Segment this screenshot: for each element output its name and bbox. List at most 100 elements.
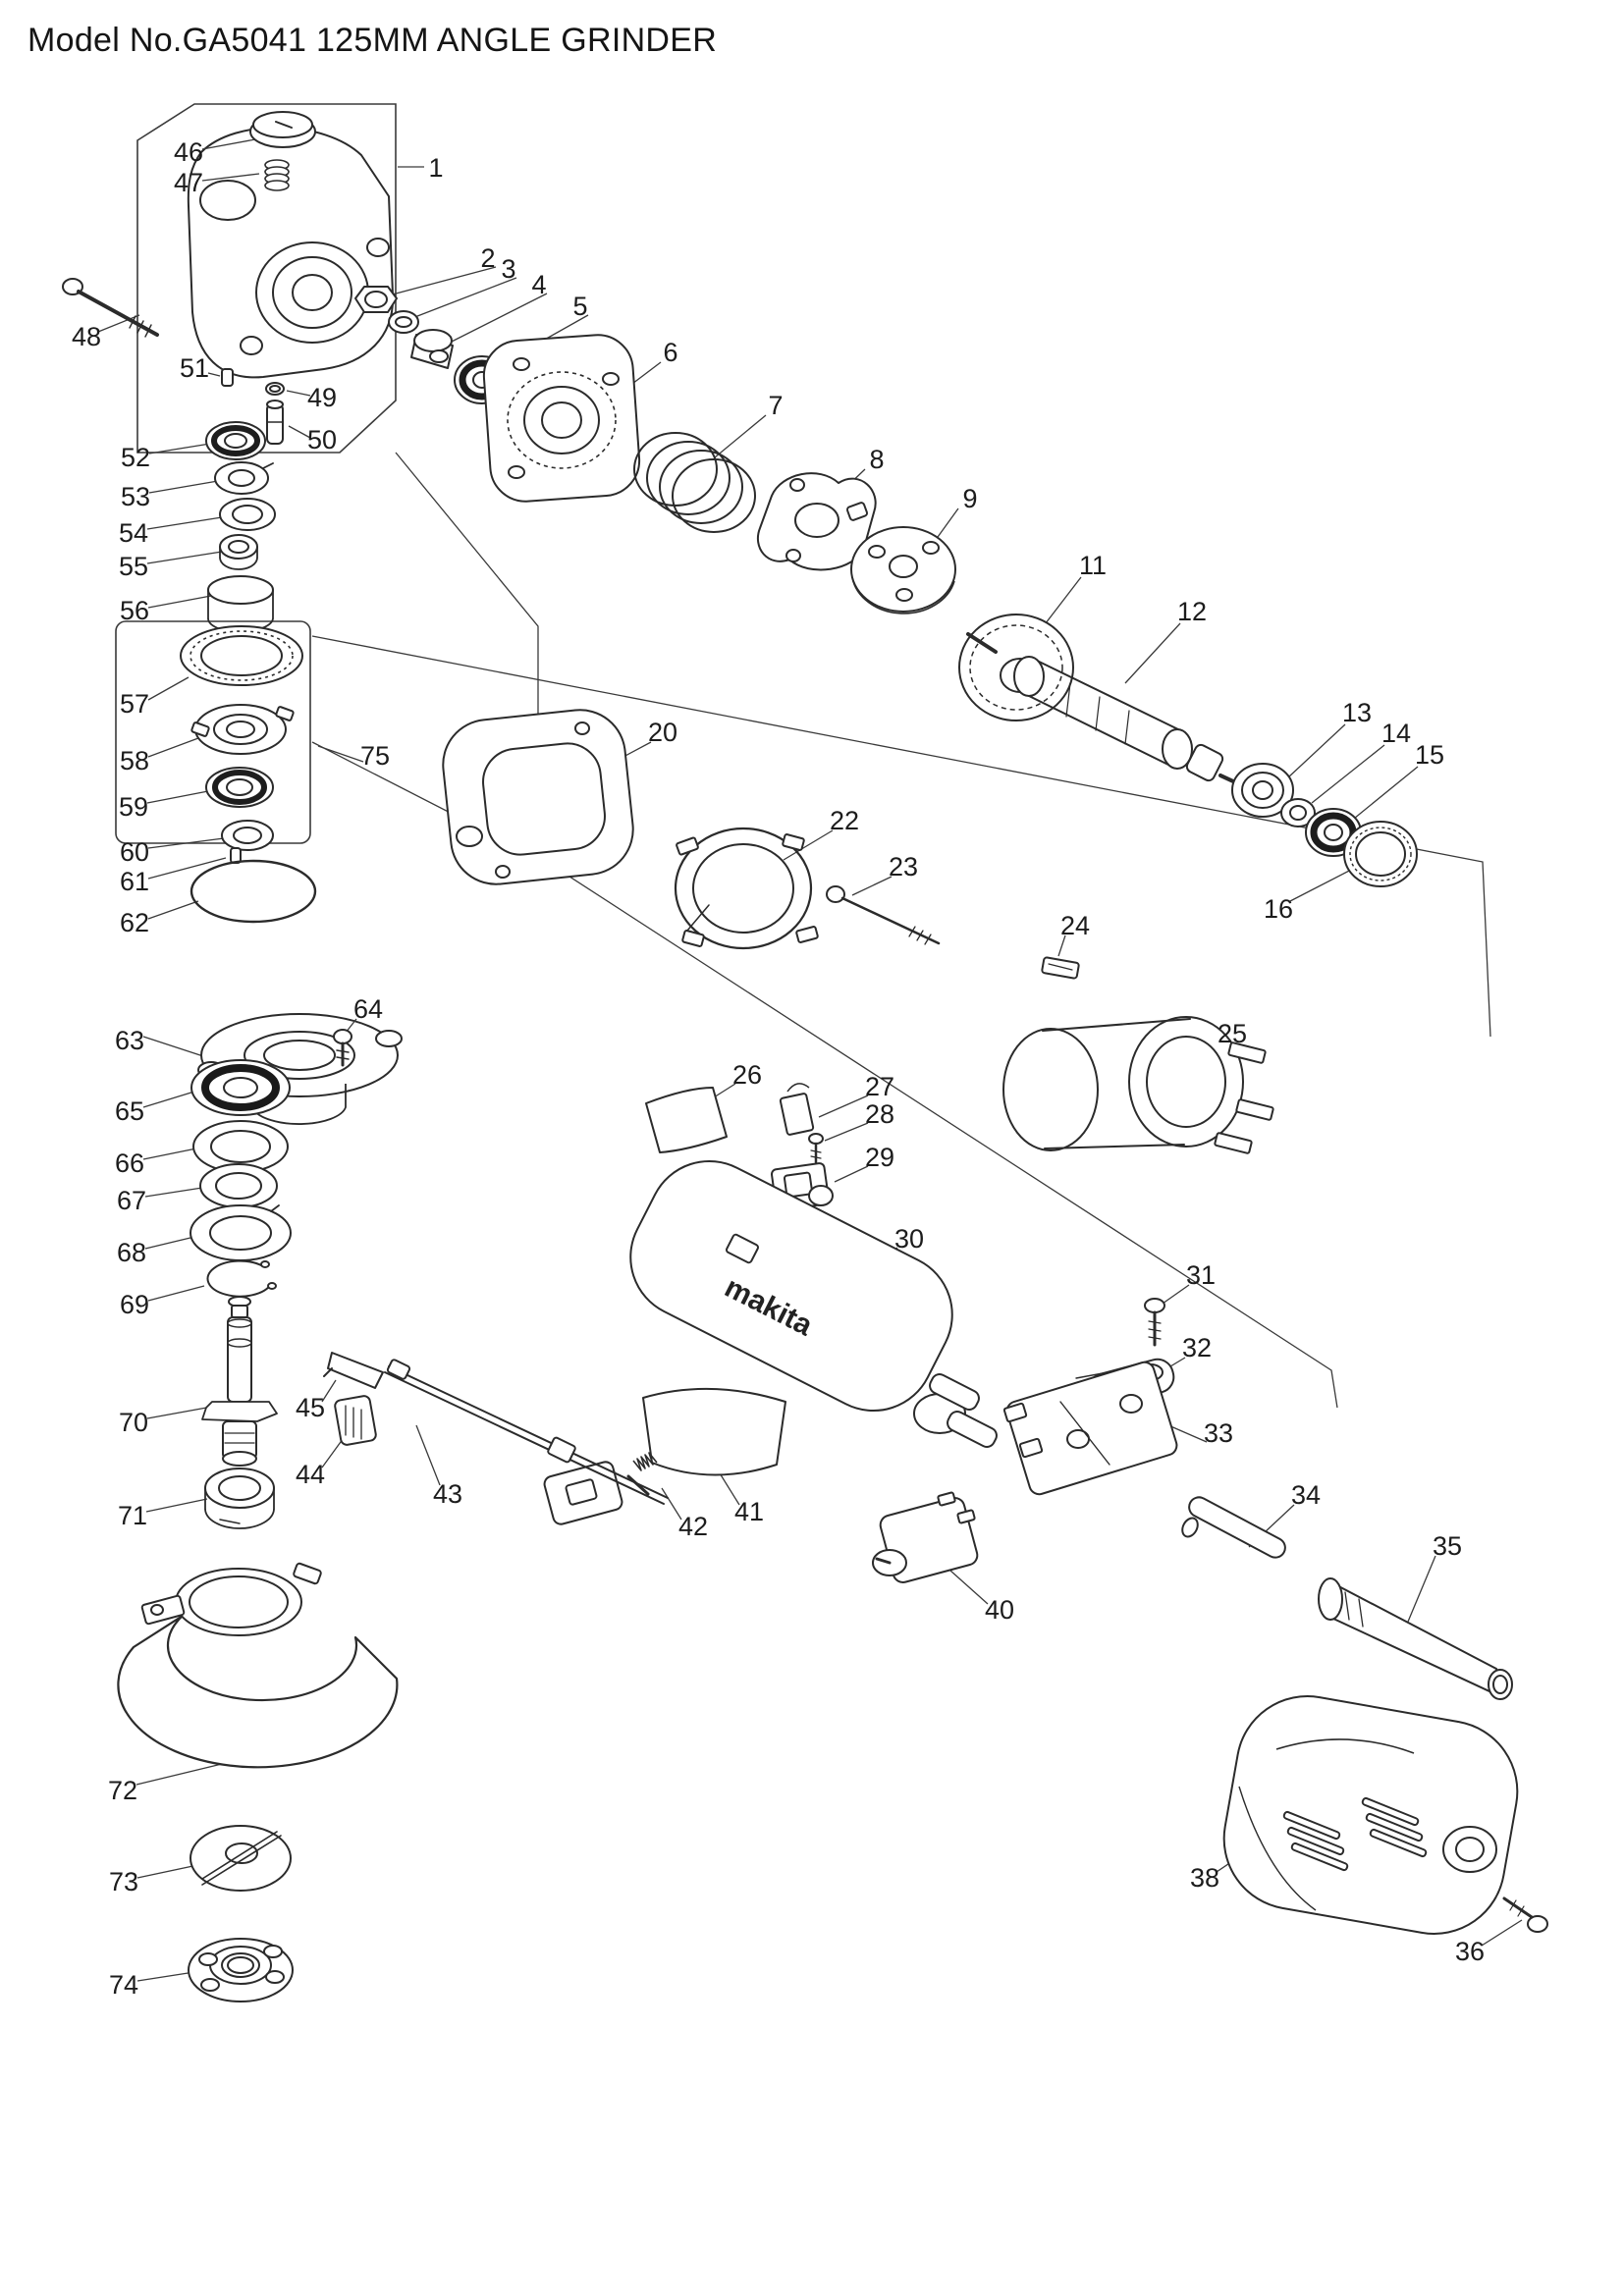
part-shape — [1124, 710, 1130, 745]
part-group-8: 8 — [757, 445, 885, 571]
part-shape — [136, 320, 144, 334]
part-number-68: 68 — [117, 1238, 146, 1267]
part-number-64: 64 — [353, 994, 383, 1024]
part-group-43: 43 — [384, 1359, 669, 1509]
part-group-59: 59 — [119, 767, 274, 822]
leader-line-48 — [97, 314, 140, 333]
leader-line-65 — [142, 1091, 195, 1108]
part-number-32: 32 — [1182, 1333, 1212, 1362]
part-shape — [206, 1259, 272, 1298]
part-shape — [201, 1835, 282, 1886]
part-shape — [189, 1575, 289, 1629]
part-shape — [1369, 1828, 1428, 1858]
part-group-51: 51 — [180, 353, 234, 387]
part-shape — [231, 1305, 248, 1318]
part-number-33: 33 — [1204, 1418, 1233, 1448]
part-group-74: 74 — [109, 1938, 294, 2002]
part-shape — [219, 1519, 241, 1524]
part-shape — [198, 1952, 218, 1966]
leader-line-62 — [147, 900, 199, 920]
part-shape — [275, 121, 293, 129]
part-group-38: 38 — [1190, 1695, 1519, 1935]
part-shape — [292, 274, 333, 311]
part-group-70: 70 — [119, 1296, 278, 1467]
part-shape — [495, 865, 511, 879]
part-shape — [1344, 1591, 1350, 1621]
part-shape — [1235, 1098, 1274, 1121]
part-shape — [226, 778, 253, 796]
part-group-28: 28 — [808, 1099, 894, 1164]
part-group-1: 1 — [187, 126, 444, 379]
part-shape — [1361, 1796, 1420, 1827]
part-number-1: 1 — [428, 153, 443, 183]
part-shape — [810, 1155, 822, 1159]
part-shape — [263, 1040, 336, 1071]
leader-line-7 — [714, 414, 767, 458]
part-shape — [1517, 1905, 1525, 1917]
part-shape — [334, 1395, 377, 1446]
part-group-54: 54 — [119, 498, 276, 548]
part-number-16: 16 — [1264, 894, 1293, 924]
part-number-61: 61 — [120, 867, 149, 896]
part-shape — [924, 934, 932, 945]
part-number-35: 35 — [1433, 1531, 1462, 1561]
part-shape — [264, 180, 290, 191]
part-group-12: 12 — [1013, 597, 1268, 800]
part-shape — [916, 930, 924, 941]
leader-line-56 — [147, 595, 212, 609]
part-group-14: 14 — [1280, 719, 1411, 828]
part-shape — [323, 1367, 333, 1377]
part-shape — [1185, 743, 1224, 782]
part-shape — [895, 588, 913, 602]
part-shape — [456, 826, 483, 847]
frame-box-0 — [136, 103, 397, 454]
part-shape — [364, 291, 388, 308]
part-shape — [144, 324, 152, 338]
part-number-48: 48 — [72, 322, 101, 351]
part-number-38: 38 — [1190, 1863, 1219, 1893]
part-number-30: 30 — [894, 1224, 924, 1254]
part-group-34: 34 — [1181, 1480, 1321, 1559]
part-number-6: 6 — [663, 338, 677, 367]
leader-line-55 — [146, 551, 223, 564]
part-group-42: 42 — [543, 1452, 708, 1541]
part-shape — [646, 441, 731, 515]
leader-line-27 — [818, 1095, 869, 1118]
part-group-49: 49 — [265, 382, 337, 412]
part-shape — [875, 1557, 892, 1565]
part-shape — [602, 372, 620, 386]
part-shape — [1148, 1328, 1162, 1332]
leader-line-47 — [201, 173, 260, 182]
part-shape — [1181, 1517, 1199, 1538]
part-shape — [1026, 657, 1181, 769]
part-shape — [681, 930, 705, 947]
part-number-13: 13 — [1342, 698, 1372, 727]
part-number-71: 71 — [118, 1501, 147, 1530]
part-shape — [1013, 656, 1045, 697]
part-number-56: 56 — [120, 596, 149, 625]
part-group-58: 58 — [120, 704, 295, 775]
part-shape — [1041, 956, 1080, 980]
part-shape — [1214, 1132, 1253, 1154]
part-number-69: 69 — [120, 1290, 149, 1319]
part-number-15: 15 — [1415, 740, 1444, 770]
part-number-75: 75 — [360, 741, 390, 771]
part-shape — [199, 180, 256, 221]
part-number-29: 29 — [865, 1143, 894, 1172]
part-shape — [1502, 1896, 1534, 1919]
part-group-23: 23 — [826, 852, 941, 945]
leader-line-23 — [851, 876, 893, 896]
part-number-12: 12 — [1177, 597, 1207, 626]
part-group-35: 35 — [1318, 1531, 1513, 1700]
part-shape — [218, 1475, 261, 1501]
frame-box-1 — [115, 620, 311, 844]
part-shape — [1095, 696, 1101, 731]
construction-line-4 — [311, 741, 1338, 1409]
part-number-47: 47 — [174, 168, 203, 197]
leader-line-59 — [146, 790, 209, 804]
part-number-55: 55 — [119, 552, 148, 581]
part-shape — [209, 1215, 272, 1251]
part-shape — [1065, 682, 1071, 718]
part-shape — [384, 1371, 665, 1505]
part-number-65: 65 — [115, 1096, 144, 1126]
